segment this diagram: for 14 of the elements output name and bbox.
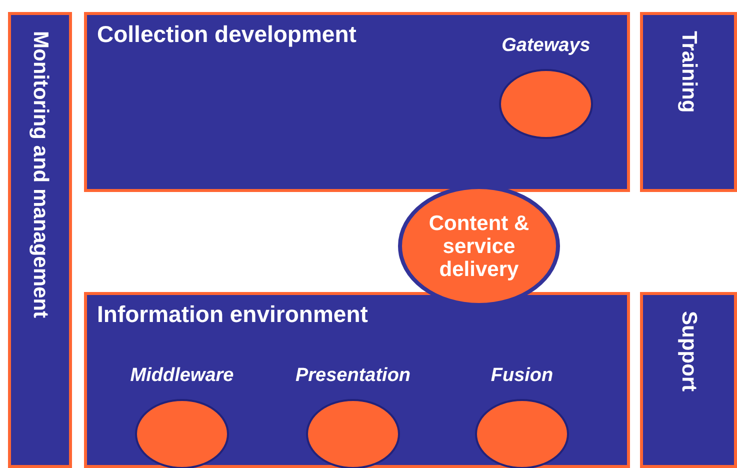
panel-title: Monitoring and management xyxy=(28,31,52,318)
panel-title: Collection development xyxy=(97,21,356,48)
side-panel xyxy=(640,12,737,192)
ellipse-label: Presentation xyxy=(294,365,412,387)
ellipse-label: Gateways xyxy=(500,35,592,57)
panel-title: Support xyxy=(676,311,700,392)
side-panel xyxy=(640,292,737,468)
ellipse-label: Fusion xyxy=(490,365,554,387)
ellipse-label: Middleware xyxy=(129,365,235,387)
panel-title: Information environment xyxy=(97,301,368,328)
side-panel xyxy=(8,12,72,468)
area-panel xyxy=(84,12,630,192)
panel-title: Training xyxy=(676,31,700,113)
area-panel xyxy=(84,292,630,468)
